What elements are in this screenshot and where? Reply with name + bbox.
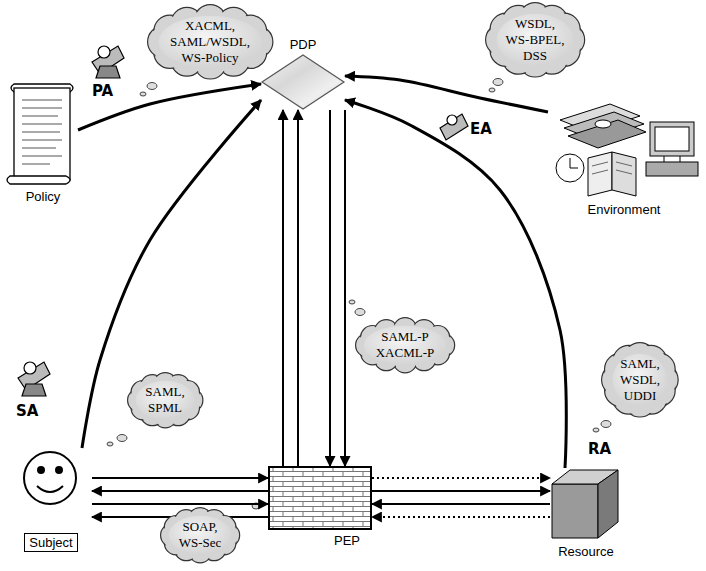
protocol-list: SOAP, WS-Sec bbox=[178, 519, 223, 551]
icon-node: Policy bbox=[8, 85, 78, 185]
message-arrow bbox=[372, 477, 550, 479]
subject-face bbox=[24, 452, 76, 504]
admin-figure bbox=[18, 362, 50, 396]
diamond-outline bbox=[261, 54, 345, 110]
decision-diamond: PDP bbox=[261, 54, 345, 110]
flow-arc bbox=[345, 76, 548, 112]
thought-cloud: SAML-P XACML-P bbox=[355, 317, 455, 373]
actor-label: RA bbox=[588, 440, 611, 458]
thought-cloud: SAML, SPML bbox=[127, 372, 204, 428]
firewall-box bbox=[268, 466, 372, 530]
thought-cloud: WSDL, WS-BPEL, DSS bbox=[485, 2, 585, 78]
message-arrow bbox=[372, 516, 550, 518]
icon-node: Environment bbox=[548, 98, 700, 198]
subject-node: Subject bbox=[10, 448, 92, 552]
book-icon bbox=[588, 152, 636, 196]
admin-figure bbox=[440, 114, 468, 140]
admin-figure bbox=[92, 46, 124, 78]
thought-cloud: XACML, SAML/WSDL, WS-Policy bbox=[147, 4, 274, 80]
bubble-trail bbox=[107, 79, 611, 510]
policy-scroll bbox=[7, 84, 73, 184]
message-arrow bbox=[297, 110, 299, 466]
message-arrow bbox=[92, 490, 268, 492]
message-arrow bbox=[92, 477, 268, 479]
message-arrow bbox=[92, 503, 268, 505]
thought-cloud: SAML, WSDL, UDDI bbox=[601, 342, 679, 418]
message-arrow bbox=[344, 110, 346, 466]
node-label: Resource bbox=[558, 544, 614, 559]
node-label: PDP bbox=[290, 37, 317, 52]
node-label: Subject bbox=[24, 533, 77, 552]
clock-icon bbox=[556, 154, 584, 182]
computer-icon bbox=[646, 122, 698, 176]
message-arrow bbox=[329, 110, 331, 466]
flow-arc bbox=[345, 100, 566, 468]
node-label: Environment bbox=[588, 202, 661, 217]
protocol-list: SAML, WSDL, UDDI bbox=[619, 356, 662, 404]
icon-node: Resource bbox=[550, 468, 622, 540]
actor-label: PA bbox=[92, 82, 113, 100]
flow-arc bbox=[82, 100, 261, 448]
message-arrow bbox=[372, 503, 550, 505]
resource-cube bbox=[552, 470, 618, 538]
message-arrow bbox=[282, 110, 284, 466]
thought-cloud: SOAP, WS-Sec bbox=[160, 507, 240, 563]
protocol-list: XACML, SAML/WSDL, WS-Policy bbox=[169, 18, 251, 66]
node-label: Policy bbox=[26, 189, 61, 204]
message-arrow bbox=[372, 490, 550, 492]
protocol-list: SAML, SPML bbox=[144, 384, 186, 416]
actor-label: EA bbox=[470, 120, 492, 138]
money-icon bbox=[560, 104, 646, 148]
protocol-list: WSDL, WS-BPEL, DSS bbox=[505, 16, 566, 64]
protocol-list: SAML-P XACML-P bbox=[375, 329, 436, 361]
actor-label: SA bbox=[16, 402, 38, 420]
node-label: PEP bbox=[334, 533, 360, 548]
enforcement-box: PEP bbox=[268, 466, 372, 530]
